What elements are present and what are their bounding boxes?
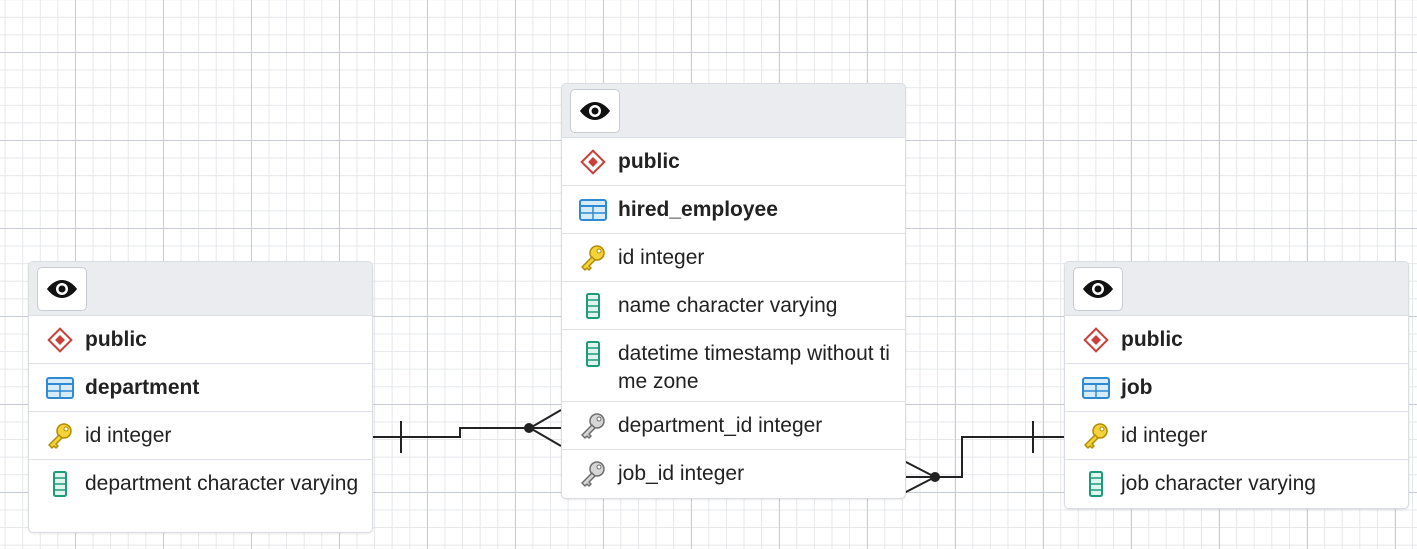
column-name: job character varying (1121, 472, 1316, 495)
schema-name: public (1121, 328, 1183, 351)
link-department-to-hired-employee[interactable] (372, 409, 562, 453)
primary-key-icon (581, 245, 605, 271)
table-icon (46, 377, 74, 399)
view-eye-button[interactable] (1073, 267, 1123, 311)
node-header (562, 84, 905, 138)
schema-row: public (1065, 316, 1408, 364)
node-header (29, 262, 372, 316)
eye-icon (47, 280, 77, 298)
schema-row: public (562, 138, 905, 186)
column-name: name character varying (618, 294, 838, 317)
column-name: department_id integer (618, 414, 823, 437)
link-hired-employee-to-job[interactable] (903, 421, 1064, 494)
column-row: id integer (29, 412, 372, 460)
column-row: job_id integer (562, 450, 905, 498)
node-header (1065, 262, 1408, 316)
table-node-department[interactable]: public department id integer department … (28, 261, 373, 533)
primary-key-icon (48, 423, 72, 449)
column-row: job character varying (1065, 460, 1408, 508)
column-row: id integer (1065, 412, 1408, 460)
table-icon (579, 199, 607, 221)
view-eye-button[interactable] (570, 89, 620, 133)
optional-dot (524, 423, 534, 433)
optional-dot (930, 472, 940, 482)
column-name: job_id integer (618, 462, 745, 485)
schema-icon (580, 149, 606, 175)
table-name: department (85, 376, 200, 399)
column-row: department_id integer (562, 402, 905, 450)
column-icon (53, 471, 67, 497)
foreign-key-icon (581, 413, 605, 439)
column-icon (586, 341, 600, 367)
table-name: hired_employee (618, 198, 778, 221)
many-marker (903, 460, 936, 478)
primary-key-icon (1084, 423, 1108, 449)
table-node-hired-employee[interactable]: public hired_employee id integer name ch… (561, 83, 906, 499)
foreign-key-icon (581, 461, 605, 487)
many-marker (529, 409, 562, 429)
schema-name: public (618, 150, 680, 173)
table-name-row: hired_employee (562, 186, 905, 234)
column-name: id integer (618, 246, 705, 269)
schema-name: public (85, 328, 147, 351)
column-name: department character varying (85, 472, 359, 495)
table-icon (1082, 377, 1110, 399)
column-row: department character varying (29, 460, 372, 532)
column-name: datetime timestamp without time zone (618, 342, 890, 393)
eye-icon (580, 102, 610, 120)
column-row: name character varying (562, 282, 905, 330)
column-icon (1089, 471, 1103, 497)
schema-icon (1083, 327, 1109, 353)
column-row: id integer (562, 234, 905, 282)
table-name-row: department (29, 364, 372, 412)
eye-icon (1083, 280, 1113, 298)
table-node-job[interactable]: public job id integer job character vary… (1064, 261, 1409, 509)
table-name: job (1121, 376, 1153, 399)
column-name: id integer (85, 424, 172, 447)
view-eye-button[interactable] (37, 267, 87, 311)
column-icon (586, 293, 600, 319)
table-name-row: job (1065, 364, 1408, 412)
schema-icon (47, 327, 73, 353)
schema-row: public (29, 316, 372, 364)
column-row: datetime timestamp without time zone (562, 330, 905, 402)
column-name: id integer (1121, 424, 1208, 447)
